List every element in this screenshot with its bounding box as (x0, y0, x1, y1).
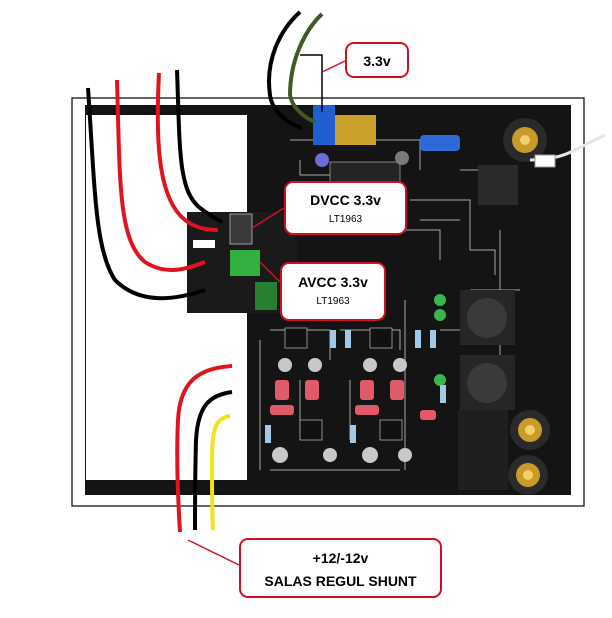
yellow-wire-bottom (209, 414, 231, 531)
film-capacitors (270, 380, 436, 420)
electrolytic-caps (272, 358, 412, 463)
pointer-supply (187, 539, 240, 566)
red-wire-2 (155, 72, 219, 232)
callout-avcc-title: AVCC 3.3v (298, 274, 368, 290)
red-wire-bottom (175, 364, 233, 533)
usb-plug (534, 154, 556, 168)
red-wire-1 (115, 79, 206, 272)
dvcc-regulator (229, 213, 253, 245)
pointer-dvcc (251, 207, 285, 229)
opamp-section (284, 327, 403, 441)
rca-jack-top (503, 118, 547, 162)
callout-supply-voltage: +12/-12v (312, 550, 369, 566)
black-wire-2 (175, 69, 223, 224)
electrolytic-cap (395, 151, 409, 165)
avcc-regulator (230, 250, 260, 276)
green-wire-33 (287, 12, 324, 124)
black-wire-bottom (193, 390, 233, 531)
black-wire-33 (267, 10, 303, 130)
jack-socket (478, 165, 518, 205)
callout-dvcc-part: LT1963 (328, 214, 363, 225)
callout-3v3: 3.3v (345, 42, 409, 78)
green-capacitors (434, 294, 446, 386)
blue-capacitor (313, 105, 335, 145)
callout-dvcc: DVCC 3.3v LT1963 (284, 181, 407, 235)
resistors (265, 330, 446, 443)
rca-housing (458, 410, 508, 490)
clock-crystal (328, 115, 376, 145)
electrolytic-cap (315, 153, 329, 167)
callout-3v3-label: 3.3v (363, 53, 391, 69)
jumper-block (193, 240, 215, 248)
callout-supply-name: SALAS REGUL SHUNT (264, 573, 417, 589)
xlr-connector-1 (460, 290, 515, 345)
callout-avcc-part: LT1963 (316, 296, 350, 307)
callout-supply: +12/-12v SALAS REGUL SHUNT (239, 538, 442, 598)
rca-jack-bottom-1 (510, 410, 550, 450)
pointer-33v (300, 54, 323, 112)
callout-avcc: AVCC 3.3v LT1963 (280, 262, 386, 321)
blue-capacitor-small (420, 135, 460, 151)
callout-dvcc-title: DVCC 3.3v (310, 192, 381, 208)
black-wire-1 (86, 87, 206, 301)
xlr-connector-2 (460, 355, 515, 410)
pointer-33v-arrow (321, 60, 346, 73)
regulator-glow (255, 282, 277, 310)
pointer-avcc (259, 261, 281, 283)
rca-jack-bottom-2 (508, 455, 548, 495)
